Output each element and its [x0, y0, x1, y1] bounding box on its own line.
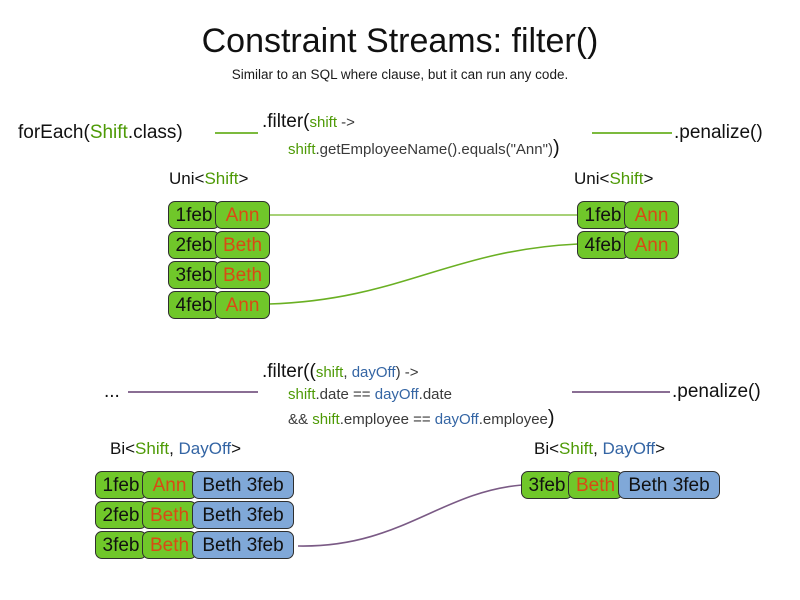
- uni-penalize-label: .penalize(): [674, 122, 763, 143]
- row-date: 3feb: [521, 471, 573, 499]
- row-date: 1feb: [168, 201, 220, 229]
- bi-output-type-name2: DayOff: [602, 439, 656, 458]
- foreach-prefix: forEach(: [18, 122, 90, 143]
- table-row: 3feb Beth Beth 3feb: [95, 531, 294, 559]
- bi-filter-param1: shift: [315, 364, 344, 381]
- bi-filter-arrow: ) ->: [395, 364, 419, 381]
- bi-line3-mid: .employee ==: [339, 411, 435, 428]
- row-name: Ann: [215, 201, 270, 229]
- bi-line3-tail: .employee: [478, 411, 548, 428]
- row-pair: Beth 3feb: [192, 471, 294, 499]
- bi-output-type-name1: Shift: [559, 439, 594, 458]
- bi-filter-close-paren: ): [547, 407, 555, 429]
- uni-input-type-name: Shift: [204, 169, 239, 188]
- bi-line3-param1: shift: [312, 411, 340, 428]
- bi-output-type-comma: ,: [593, 439, 603, 458]
- table-row: 4feb Ann: [577, 231, 679, 259]
- uni-filter-head: .filter(: [262, 111, 310, 132]
- row-pair: Beth 3feb: [192, 531, 294, 559]
- bi-line2-param1: shift: [288, 386, 316, 403]
- bi-line2-mid: .date ==: [315, 386, 375, 403]
- bi-input-type-name1: Shift: [135, 439, 170, 458]
- uni-filter-body-expr: .getEmployeeName().equals("Ann"): [315, 141, 553, 158]
- row-name: Beth: [568, 471, 623, 499]
- bi-input-type-name2: DayOff: [178, 439, 232, 458]
- row-date: 2feb: [168, 231, 220, 259]
- row-date: 1feb: [95, 471, 147, 499]
- bi-filter-head: .filter((: [262, 361, 316, 382]
- bi-input-type-prefix: Bi<: [110, 439, 136, 458]
- uni-output-type-label: Uni<Shift>: [574, 168, 653, 190]
- row-name: Ann: [624, 231, 679, 259]
- bi-filter-code-line2: shift.date == dayOff.date: [288, 385, 452, 405]
- page-title: Constraint Streams: filter(): [201, 22, 599, 60]
- wire-bi-row3: [297, 484, 523, 547]
- bi-filter-comma: ,: [343, 364, 352, 381]
- row-name: Beth: [215, 261, 270, 289]
- table-row: 2feb Beth Beth 3feb: [95, 501, 294, 529]
- uni-input-type-prefix: Uni<: [169, 169, 205, 188]
- table-row: 1feb Ann: [168, 201, 270, 229]
- table-row: 3feb Beth Beth 3feb: [521, 471, 720, 499]
- bi-line3-head: &&: [288, 411, 313, 428]
- foreach-suffix: .class): [127, 122, 183, 143]
- uni-filter-code-line1: .filter(shift ->: [262, 110, 355, 135]
- row-date: 4feb: [168, 291, 220, 319]
- uni-filter-code-line2: shift.getEmployeeName().equals("Ann")): [288, 138, 560, 160]
- table-row: 1feb Ann: [577, 201, 679, 229]
- bi-line2-param2: dayOff: [374, 386, 419, 403]
- bi-input-type-comma: ,: [169, 439, 179, 458]
- row-date: 3feb: [95, 531, 147, 559]
- uni-filter-body-param: shift: [288, 141, 316, 158]
- bi-output-type-suffix: >: [655, 439, 666, 458]
- table-row: 1feb Ann Beth 3feb: [95, 471, 294, 499]
- bi-filter-param2: dayOff: [351, 364, 396, 381]
- bi-line2-tail: .date: [418, 386, 453, 403]
- row-name: Ann: [215, 291, 270, 319]
- bi-output-type-label: Bi<Shift, DayOff>: [534, 438, 665, 460]
- uni-output-type-name: Shift: [609, 169, 644, 188]
- uni-input-type-label: Uni<Shift>: [169, 168, 248, 190]
- table-row: 4feb Ann: [168, 291, 270, 319]
- table-row: 2feb Beth: [168, 231, 270, 259]
- row-date: 3feb: [168, 261, 220, 289]
- row-name: Ann: [624, 201, 679, 229]
- row-name: Beth: [215, 231, 270, 259]
- foreach-source-label: forEach(Shift.class): [18, 121, 183, 145]
- uni-filter-close-paren: ): [552, 137, 560, 159]
- row-date: 1feb: [577, 201, 629, 229]
- uni-output-type-prefix: Uni<: [574, 169, 610, 188]
- row-name: Beth: [142, 531, 197, 559]
- uni-output-type-suffix: >: [643, 169, 654, 188]
- uni-filter-param: shift: [309, 114, 338, 131]
- table-row: 3feb Beth: [168, 261, 270, 289]
- row-pair: Beth 3feb: [618, 471, 720, 499]
- wire-uni-row4: [268, 243, 579, 305]
- foreach-type: Shift: [89, 122, 128, 143]
- uni-filter-arrow: ->: [337, 114, 355, 131]
- bi-input-type-suffix: >: [231, 439, 242, 458]
- row-name: Beth: [142, 501, 197, 529]
- bi-penalize-label: .penalize(): [672, 381, 761, 402]
- bi-filter-code-line1: .filter((shift, dayOff) ->: [262, 360, 419, 385]
- bi-input-type-label: Bi<Shift, DayOff>: [110, 438, 241, 460]
- bi-output-type-prefix: Bi<: [534, 439, 560, 458]
- bi-filter-code-line3: && shift.employee == dayOff.employee): [288, 408, 555, 430]
- row-date: 4feb: [577, 231, 629, 259]
- row-name: Ann: [142, 471, 197, 499]
- page-subtitle: Similar to an SQL where clause, but it c…: [231, 67, 569, 82]
- bi-source-ellipsis: ...: [104, 381, 120, 402]
- uni-input-type-suffix: >: [238, 169, 249, 188]
- row-pair: Beth 3feb: [192, 501, 294, 529]
- row-date: 2feb: [95, 501, 147, 529]
- bi-line3-param2: dayOff: [434, 411, 479, 428]
